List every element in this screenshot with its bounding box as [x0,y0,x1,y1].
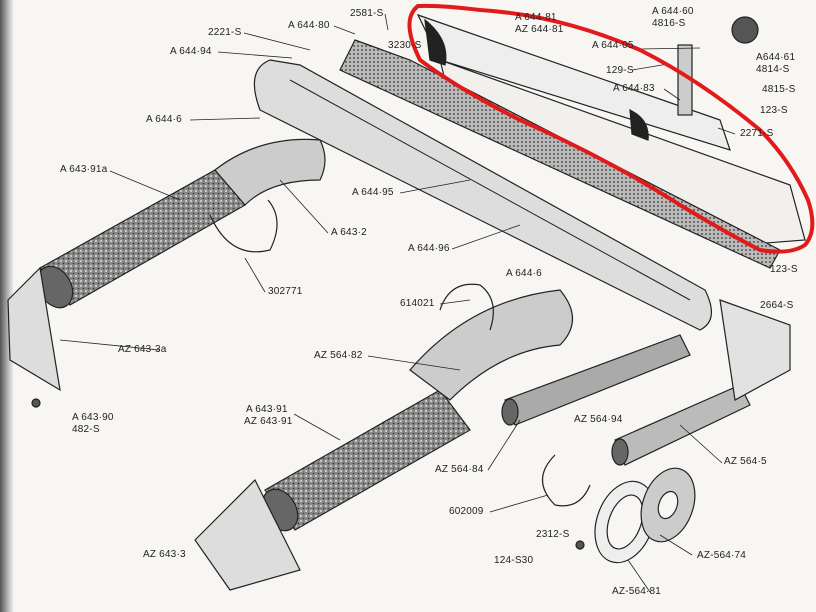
scan-edge-shadow [0,0,14,612]
label-az564-82: AZ 564·82 [314,350,363,361]
bracket-2664 [719,299,791,401]
label-a644-61: A644·61 [756,52,796,63]
label-a644-81: A 644·81 [515,12,557,23]
label-a643-90: A 643·90 [72,412,114,423]
leader-lines [59,13,736,593]
label-129-s: 129-S [606,65,634,76]
label-az643-3: AZ 643·3 [143,549,186,560]
tube-az564-5 [614,384,751,466]
label-124-s30: 124-S30 [494,555,534,566]
grille-mesh [339,39,781,269]
label-az564-74: AZ-564·74 [697,550,747,561]
label-2664-s: 2664-S [760,300,794,311]
label-az643-3a: AZ 643·3a [118,344,167,355]
clamp-302771 [209,199,278,253]
label-2312-s: 2312-S [536,529,570,540]
label-3230-s: 3230-S [388,40,422,51]
clamp-602009 [541,454,591,507]
red-highlight-outline [407,3,815,254]
label-123-s-top: 123-S [760,105,788,116]
label-a644-94: A 644·94 [170,46,212,57]
tube-az564-5-opening [611,438,629,466]
label-614021: 614021 [400,298,435,309]
label-az564-84: AZ 564·84 [435,464,484,475]
label-az564-5: AZ 564·5 [724,456,767,467]
tube-az564-84-opening [501,398,519,426]
bracket-az643-3a [7,266,61,392]
label-a643-91a: A 643·91a [60,164,108,175]
label-a644-96: A 644·96 [408,243,450,254]
gasket-az564-74-hole [657,490,679,520]
screw-482 [31,398,41,408]
label-4814-s: 4814-S [756,64,790,75]
label-a644-6-top: A 644·6 [146,114,182,125]
label-2581-s: 2581-S [350,8,384,19]
label-4815-s: 4815-S [762,84,796,95]
label-2221-s: 2221-S [208,27,242,38]
bracket-az643-3 [194,478,301,591]
label-a644-80: A 644·80 [288,20,330,31]
gasket-az564-81-hole [606,494,644,550]
label-a643-91: A 643·91 [246,404,288,415]
frame-rail [289,79,691,301]
label-a644-95: A 644·95 [352,187,394,198]
label-302771: 302771 [268,286,303,297]
label-az643-91: AZ 643·91 [244,416,293,427]
panel-dark-end [424,18,447,66]
label-a644-05: A 644·05 [592,40,634,51]
label-az564-81: AZ-564·81 [612,586,662,597]
label-az564-94: AZ 564·94 [574,414,623,425]
label-a644-60: A 644·60 [652,6,694,17]
label-a644-83: A 644·83 [613,83,655,94]
elbow-a643-2 [214,138,326,206]
label-4816-s: 4816-S [652,18,686,29]
label-a643-2: A 643·2 [331,227,367,238]
frame-seal [253,59,712,331]
label-123-s-bottom: 123-S [770,264,798,275]
clamp-614021 [439,283,494,331]
pipe-az564-82 [409,289,573,401]
label-az644-81: AZ 644·81 [515,24,564,35]
label-a644-6-bottom: A 644·6 [506,268,542,279]
label-602009: 602009 [449,506,484,517]
panel-dark-end-2 [629,108,649,141]
label-2271-s: 2271-S [740,128,774,139]
label-482-s: 482-S [72,424,100,435]
knob-a644-61 [731,16,759,44]
screw-2312 [575,540,585,550]
